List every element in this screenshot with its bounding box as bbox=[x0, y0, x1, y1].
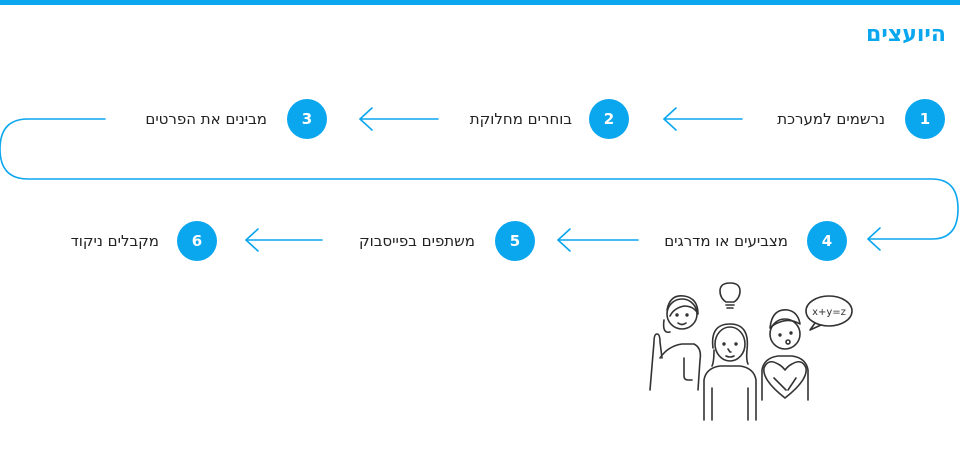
step-label-5: משתפים בפייסבוק bbox=[358, 232, 475, 250]
step-number-badge-2: 2 bbox=[589, 99, 629, 139]
step-label-4: מצביעים או מדרגים bbox=[664, 232, 788, 250]
speech-bubble-icon bbox=[805, 295, 853, 331]
arrow-left-icon bbox=[663, 107, 743, 131]
step-number-badge-3: 3 bbox=[287, 99, 327, 139]
step-number-badge-1: 1 bbox=[905, 99, 945, 139]
top-accent-bar bbox=[0, 0, 960, 5]
step-label-3: מבינים את הפרטים bbox=[145, 110, 267, 128]
arrow-left-icon bbox=[867, 227, 881, 251]
arrow-left-icon bbox=[245, 228, 323, 252]
people-discussion-icon: x+y=z bbox=[649, 282, 853, 421]
person-center-icon bbox=[703, 323, 757, 421]
lightbulb-icon bbox=[719, 282, 741, 309]
arrow-left-icon bbox=[359, 107, 439, 131]
step-number-badge-5: 5 bbox=[495, 221, 535, 261]
step-label-2: בוחרים מחלוקת bbox=[469, 110, 572, 128]
page-title: היועצים bbox=[866, 22, 946, 47]
person-holding-heart-icon bbox=[761, 309, 809, 401]
step-number-badge-4: 4 bbox=[807, 221, 847, 261]
arrow-left-icon bbox=[557, 228, 639, 252]
step-label-1: נרשמים למערכת bbox=[777, 110, 885, 128]
step-label-6: מקבלים ניקוד bbox=[70, 232, 159, 250]
heart-icon bbox=[763, 360, 807, 399]
person-raising-hand-icon bbox=[649, 294, 702, 391]
connector-line bbox=[0, 118, 959, 240]
step-number-badge-6: 6 bbox=[177, 221, 217, 261]
speech-bubble-text: x+y=z bbox=[812, 307, 846, 318]
